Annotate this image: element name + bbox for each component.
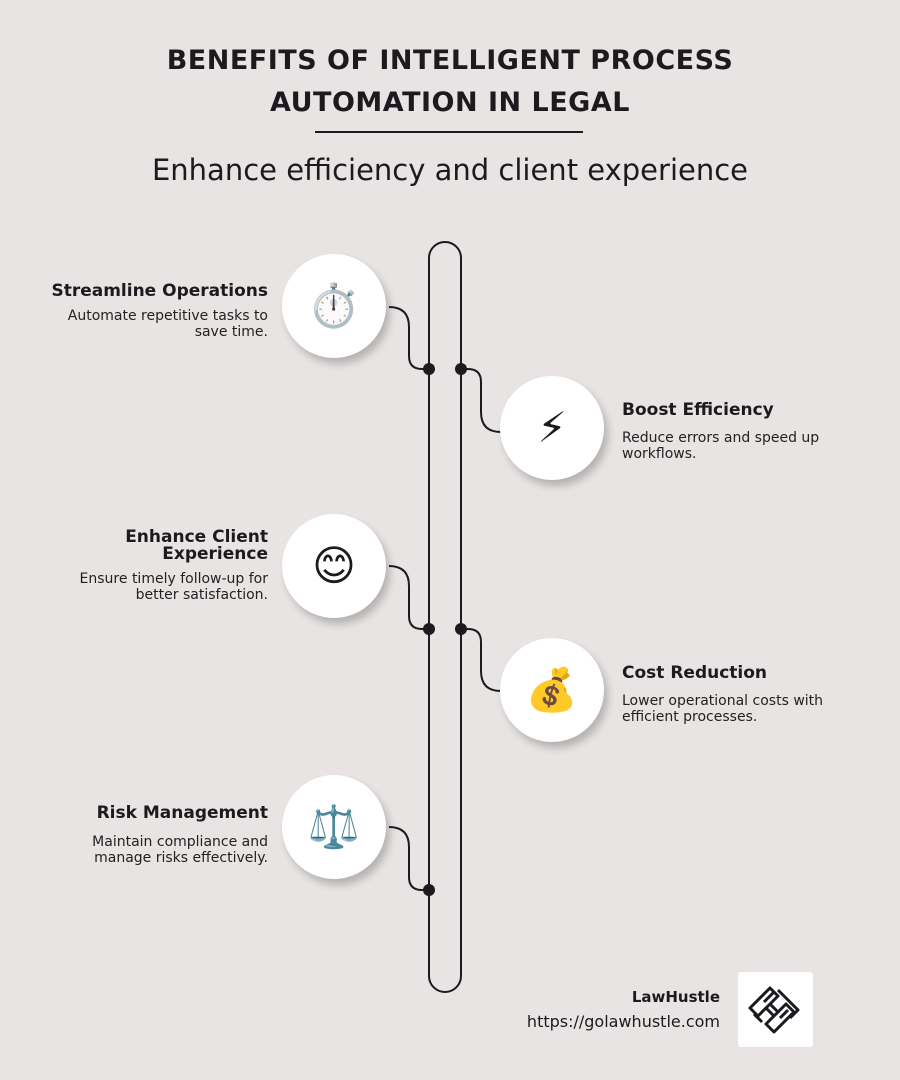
- item-desc-risk-management: Maintain compliance and manage risks eff…: [92, 834, 268, 866]
- page-title: BENEFITS OF INTELLIGENT PROCESS AUTOMATI…: [0, 40, 900, 124]
- lawhustle-logo-icon: [748, 986, 799, 1033]
- junction-dot: [423, 363, 435, 375]
- item-desc-cost-reduction: Lower operational costs with efficient p…: [622, 693, 824, 725]
- title-line-2: AUTOMATION IN LEGAL: [270, 87, 630, 118]
- connector-2: [461, 368, 503, 433]
- item-title-risk-management: Risk Management: [96, 803, 268, 823]
- item-title-enhance-client-experience: Enhance Client Experience: [125, 527, 268, 564]
- lightning-icon: ⚡: [500, 376, 604, 480]
- junction-dot: [455, 363, 467, 375]
- item-desc-enhance-client-experience: Ensure timely follow-up for better satis…: [79, 571, 268, 603]
- item-desc-streamline-operations: Automate repetitive tasks to save time.: [67, 308, 268, 340]
- brand-url[interactable]: https://golawhustle.com: [526, 1012, 720, 1031]
- smiley-icon: 😊: [282, 514, 386, 618]
- stopwatch-icon: ⏱️: [282, 254, 386, 358]
- connector-1: [388, 306, 429, 370]
- title-underline: [315, 131, 583, 133]
- money-bag-icon: 💰: [500, 638, 604, 742]
- brand-name: LawHustle: [631, 988, 720, 1006]
- junction-dot: [455, 623, 467, 635]
- timeline-track: [428, 241, 462, 993]
- junction-dot: [423, 884, 435, 896]
- connector-4: [461, 628, 503, 692]
- page-subtitle: Enhance efficiency and client experience: [151, 153, 749, 187]
- item-title-boost-efficiency: Boost Efficiency: [622, 400, 774, 420]
- connector-3: [388, 565, 429, 630]
- brand-logo: [738, 972, 813, 1047]
- item-title-cost-reduction: Cost Reduction: [622, 663, 768, 683]
- title-line-1: BENEFITS OF INTELLIGENT PROCESS: [166, 45, 734, 76]
- item-desc-boost-efficiency: Reduce errors and speed up workflows.: [622, 430, 820, 462]
- scales-icon: ⚖️: [282, 775, 386, 879]
- connector-5: [388, 826, 429, 891]
- junction-dot: [423, 623, 435, 635]
- item-title-streamline-operations: Streamline Operations: [51, 281, 268, 301]
